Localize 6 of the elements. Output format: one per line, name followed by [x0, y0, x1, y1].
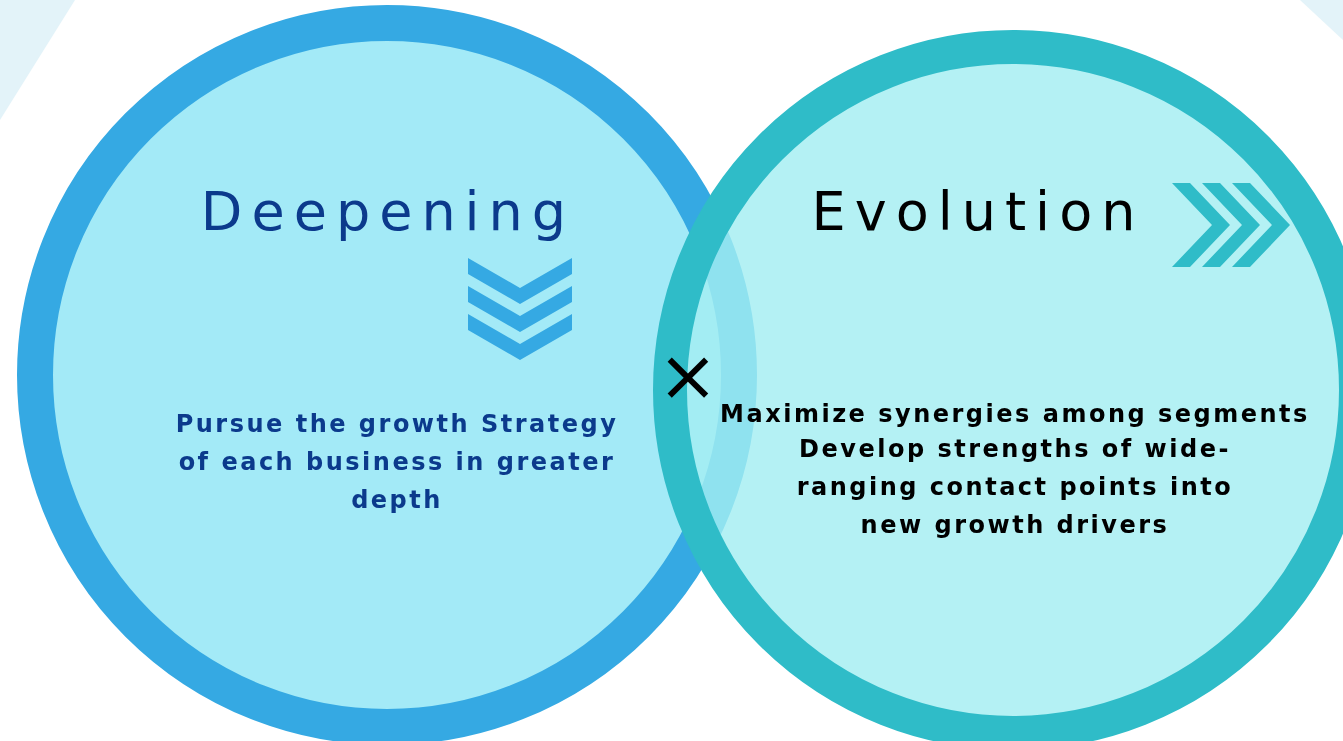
description-text: Pursue the growth Strategy of each business in greater depth — [174, 409, 620, 516]
heading: Evolution — [810, 180, 1146, 243]
multiply-sign: × — [656, 335, 720, 415]
description-text: Develop strengths of wide-ranging contact points into new growth drivers — [795, 434, 1235, 541]
heading: Deepening — [199, 180, 577, 243]
description-text: Maximize synergies among segments — [719, 399, 1311, 430]
